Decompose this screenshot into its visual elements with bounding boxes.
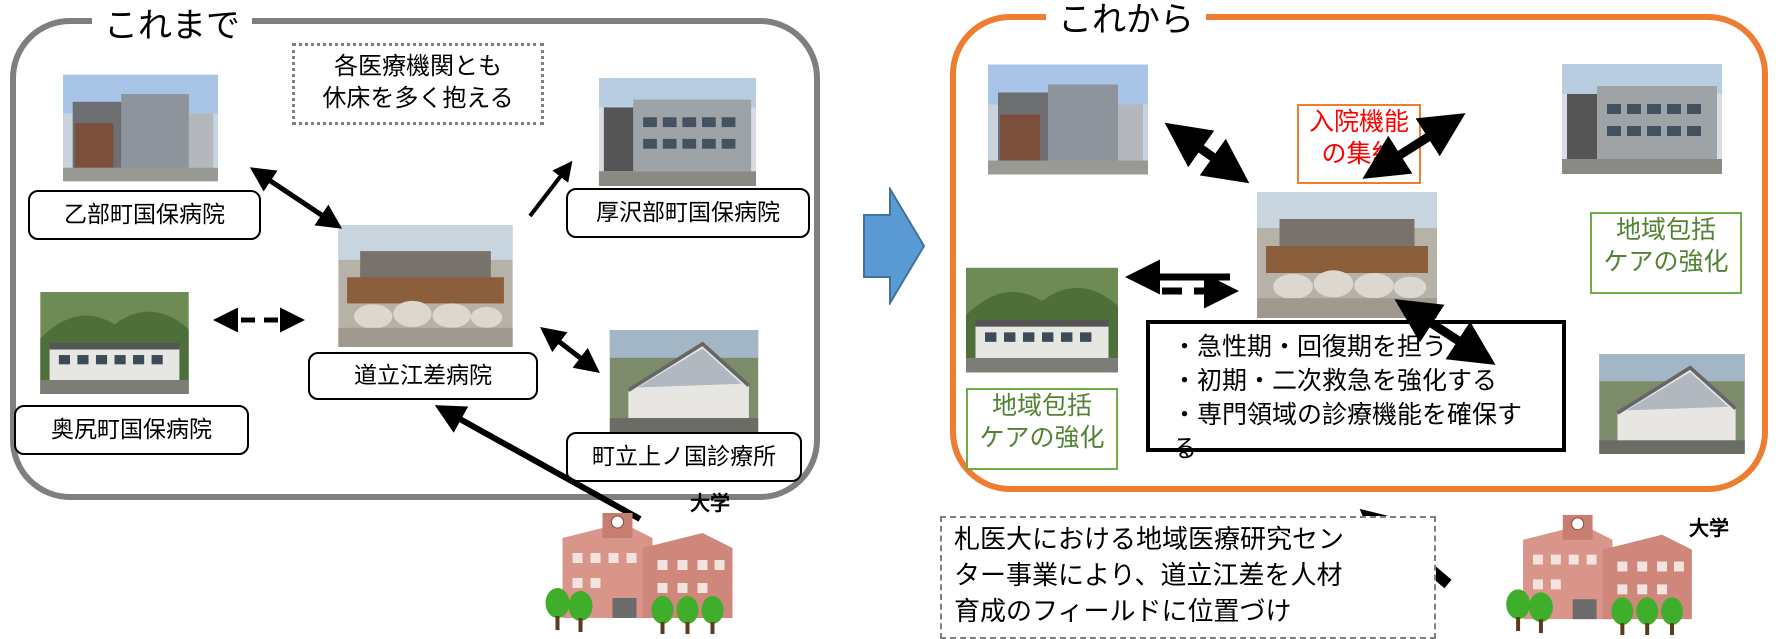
sapporo-note-line2: ター事業により、道立江差を人材 xyxy=(954,561,1343,591)
kaminokuni-clinic-label: 町立上ノ国診療所 xyxy=(566,432,802,482)
community-care-right-line2: ケアの強化 xyxy=(1603,247,1729,276)
esashi-kaminokuni-arrow xyxy=(540,326,600,374)
community-care-right-line1: 地域包括 xyxy=(1615,215,1716,244)
university-esashi-arrow xyxy=(434,405,642,522)
sapporo-medical-note: 札医大における地域医療研究セン ター事業により、道立江差を人材 育成のフィールド… xyxy=(940,516,1436,639)
esashi-roles-box: ・急性期・回復期を担う ・初期・二次救急を強化する ・専門領域の診療機能を確保す… xyxy=(1146,320,1566,463)
before-university-label: 大学 xyxy=(690,491,730,515)
after-kaminokuni-esashi-arrow xyxy=(1394,299,1496,365)
right-arrow-icon xyxy=(863,187,926,305)
after-otobe-esashi-arrow xyxy=(1164,122,1250,184)
sapporo-note-line1: 札医大における地域医療研究セン xyxy=(954,525,1345,555)
idle-beds-note-line1: 各医療機関とも xyxy=(334,52,502,80)
otobe-esashi-arrow xyxy=(249,167,343,229)
before-arrows xyxy=(213,160,642,522)
before-title: これまで xyxy=(92,6,252,46)
sapporo-note-line3: 育成のフィールドに位置づけ xyxy=(954,597,1292,627)
after-university-icon xyxy=(1495,500,1710,639)
after-assabu-esashi-arrow xyxy=(1362,113,1466,179)
community-care-box-left: 地域包括 ケアの強化 xyxy=(966,388,1118,470)
after-title: これから xyxy=(1046,0,1206,40)
community-care-left-line2: ケアの強化 xyxy=(979,423,1105,452)
esashi-hospital-label: 道立江差病院 xyxy=(308,352,538,400)
after-panel xyxy=(950,14,1768,492)
after-university-label: 大学 xyxy=(1689,516,1729,540)
before-university-icon xyxy=(535,498,750,638)
community-care-left-line1: 地域包括 xyxy=(991,391,1092,420)
otobe-hospital-label: 乙部町国保病院 xyxy=(28,190,261,240)
before-panel xyxy=(10,18,820,500)
okushiri-hospital-label: 奥尻町国保病院 xyxy=(14,405,249,455)
esashi-assabu-arrow xyxy=(528,160,573,218)
role-item: ・専門領域の診療機能を確保する xyxy=(1172,400,1523,463)
assabu-hospital-label: 厚沢部町国保病院 xyxy=(566,188,810,238)
role-item: ・初期・二次救急を強化する xyxy=(1172,366,1498,395)
community-care-box-right: 地域包括 ケアの強化 xyxy=(1590,212,1742,294)
idle-beds-note: 各医療機関とも 休床を多く抱える xyxy=(292,43,544,125)
idle-beds-note-line2: 休床を多く抱える xyxy=(322,84,514,112)
